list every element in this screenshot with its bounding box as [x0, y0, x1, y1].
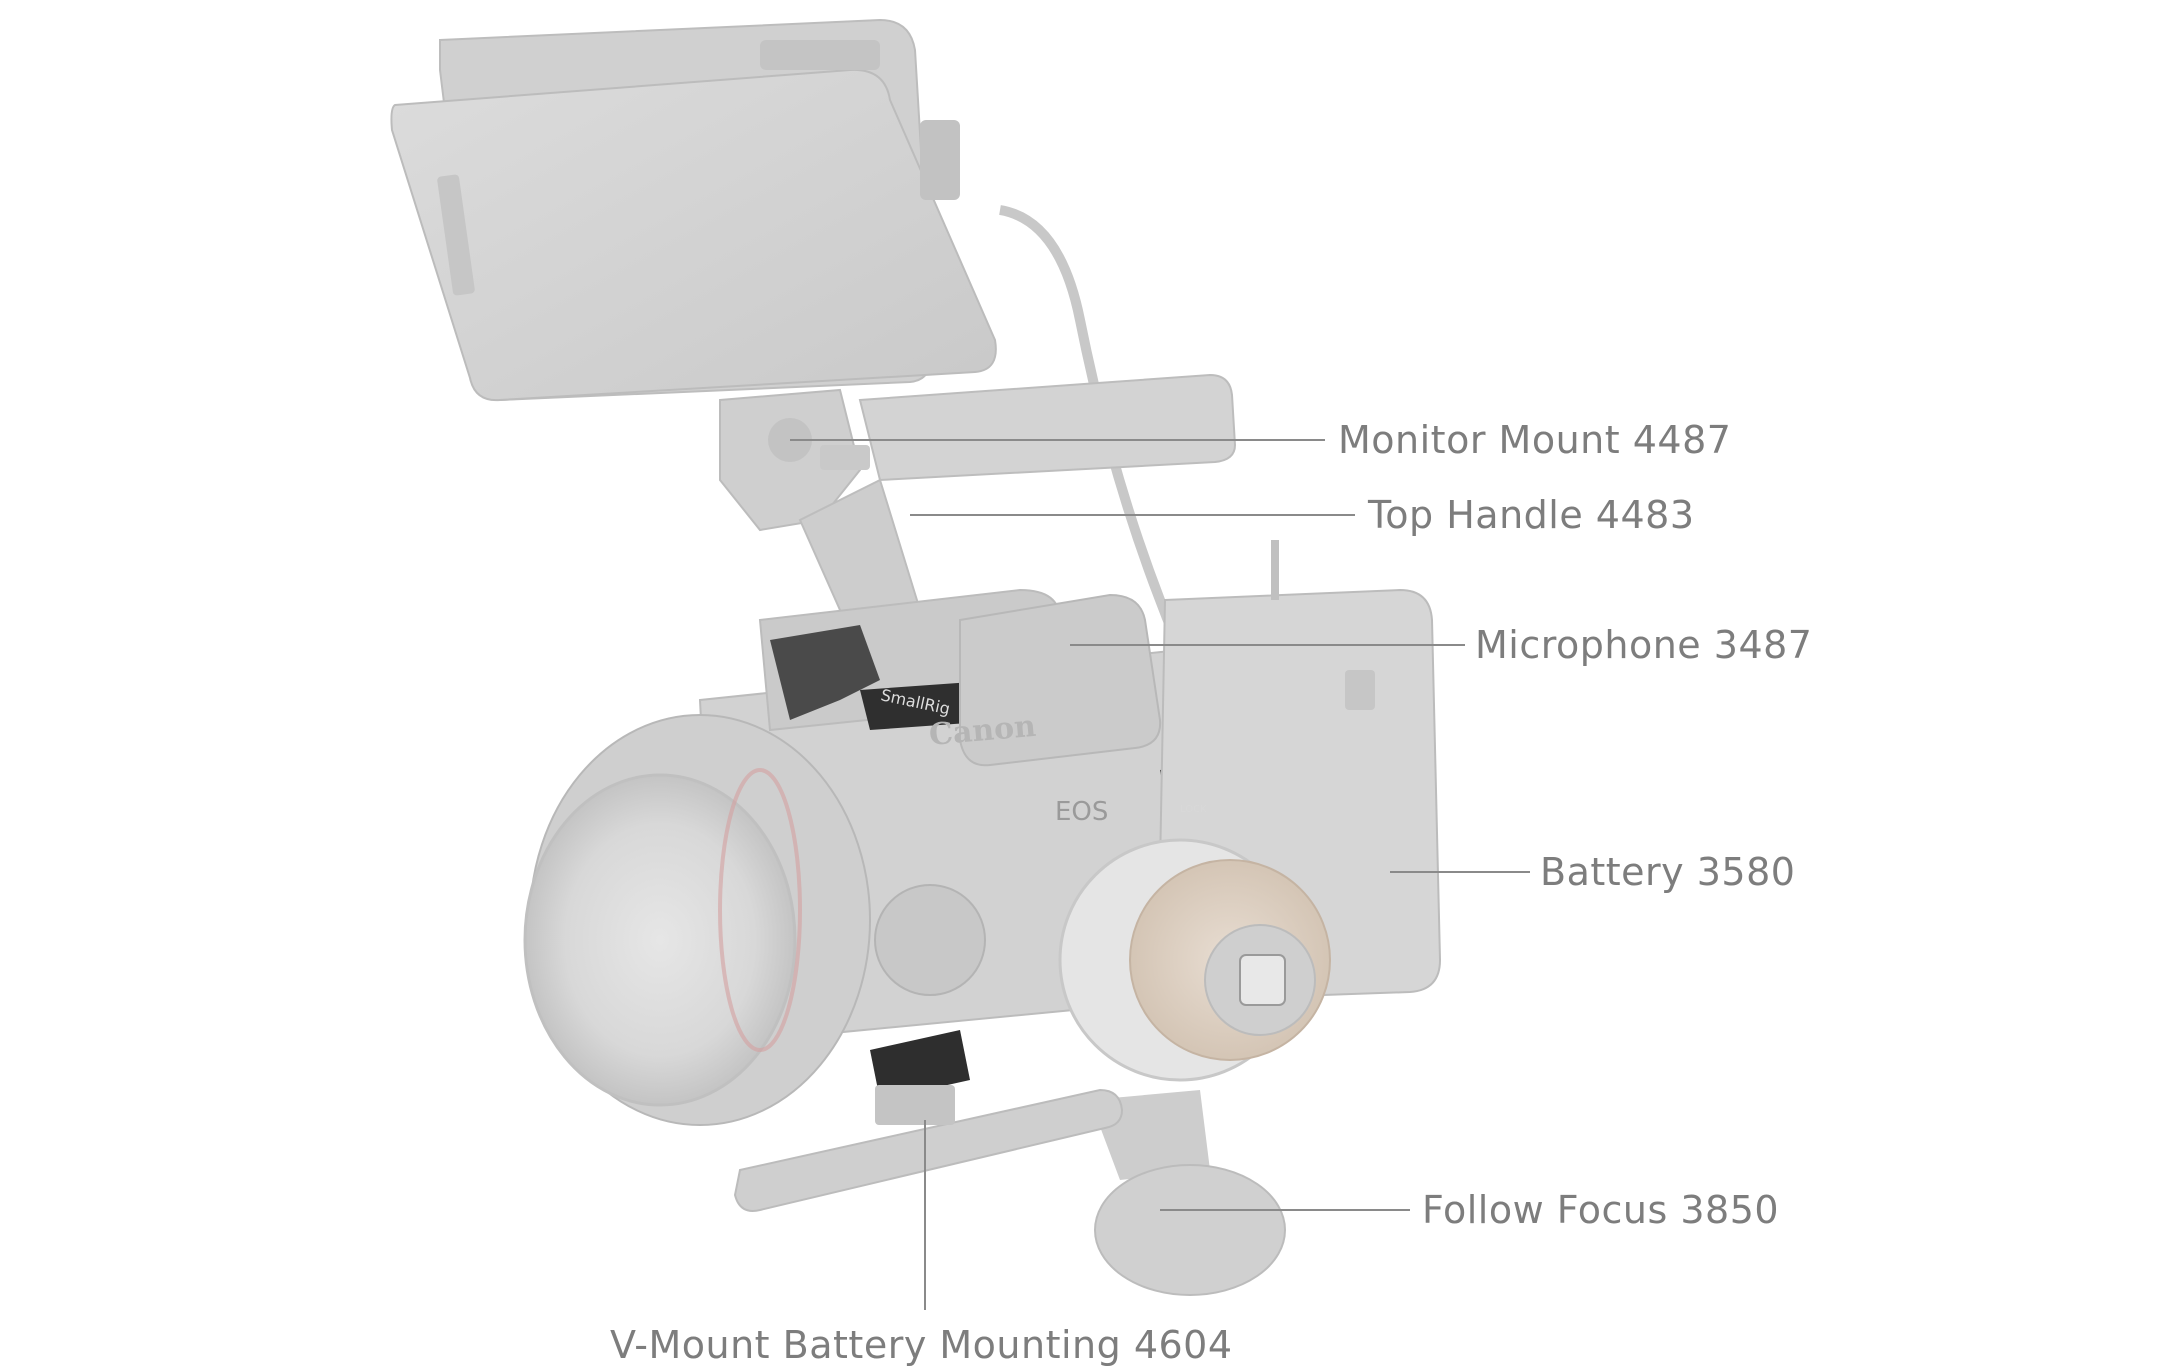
follow-focus-part	[1058, 838, 1331, 1296]
rods-and-vmount-part	[733, 1030, 1124, 1212]
leader-lines	[790, 439, 1530, 1310]
lock-mark: LOCK	[1180, 804, 1207, 815]
eos-brand-mark: EOS	[1055, 797, 1108, 827]
label-monitor-mount: Monitor Mount 4487	[1338, 418, 1731, 462]
label-follow-focus: Follow Focus 3850	[1422, 1188, 1779, 1232]
label-battery: Battery 3580	[1540, 850, 1795, 894]
lens	[523, 714, 986, 1126]
label-top-handle: Top Handle 4483	[1367, 493, 1695, 537]
label-vmount: V-Mount Battery Mounting 4604	[610, 1323, 1233, 1367]
label-microphone: Microphone 3487	[1475, 623, 1812, 667]
product-illustration: SmallRig Canon EOS LOCK	[390, 18, 1442, 1296]
monitor-mount-part	[719, 388, 870, 532]
monitor	[390, 18, 997, 402]
callout-labels: Monitor Mount 4487 Top Handle 4483 Micro…	[610, 418, 1812, 1367]
microphone-part	[959, 593, 1162, 767]
